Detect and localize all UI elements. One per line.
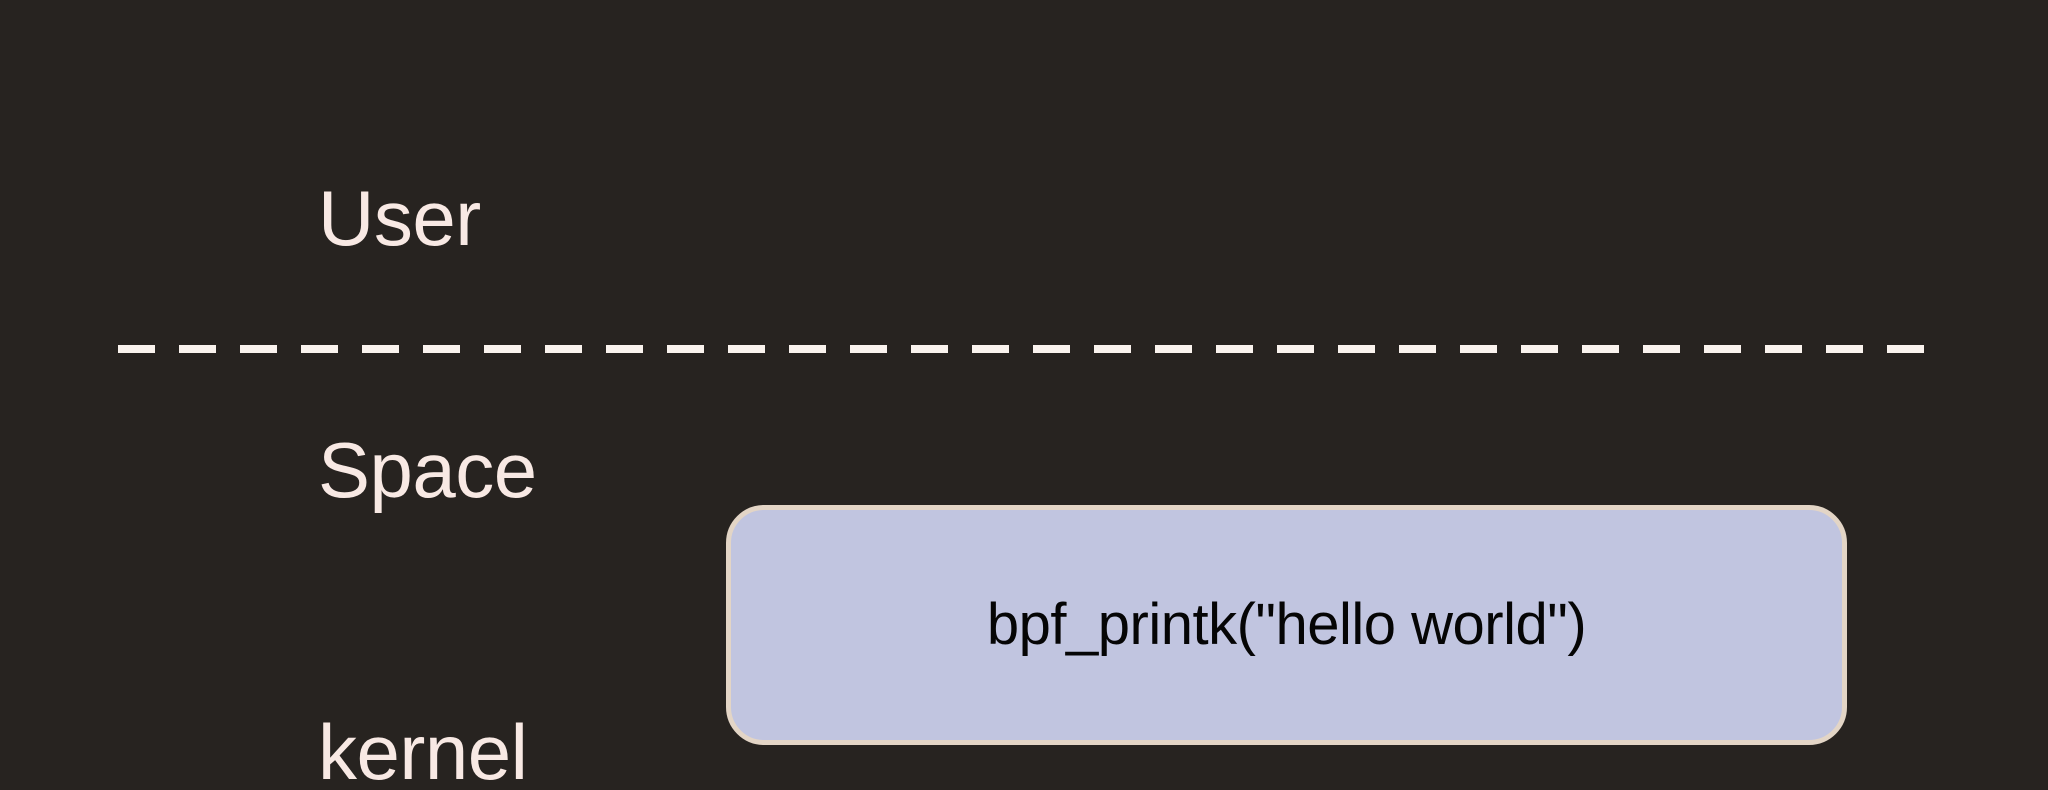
kernel-space-label: kernel Space [318,542,537,790]
user-space-label: User Space [318,8,537,680]
user-kernel-boundary-divider [118,345,1935,353]
user-space-label-line-1: User [318,174,481,262]
bpf-program-box: bpf_printk("hello world") [726,505,1847,745]
bpf-program-label: bpf_printk("hello world") [986,592,1587,657]
divider-dash-run [118,345,1935,353]
kernel-space-label-line-1: kernel [318,708,528,790]
user-space-label-line-2: Space [318,426,537,514]
